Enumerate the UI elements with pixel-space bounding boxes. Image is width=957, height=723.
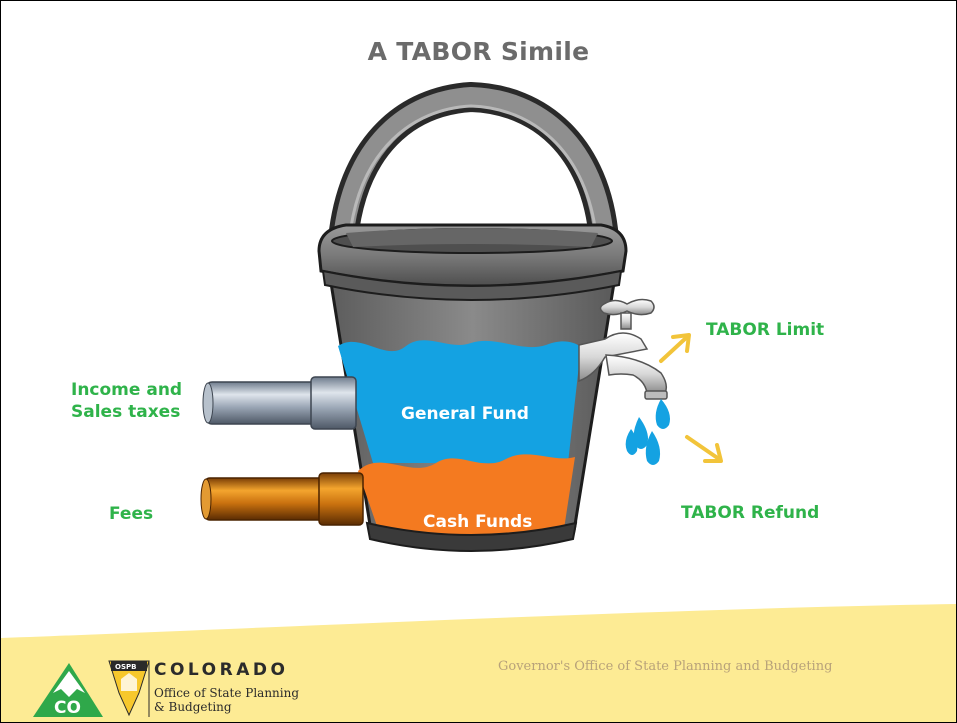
- ospb-logo: CO OSPB: [33, 660, 150, 718]
- fees-pipe: [200, 472, 364, 526]
- slide-title: A TABOR Simile: [367, 37, 590, 66]
- tabor-limit-arrow: [659, 333, 691, 363]
- cash-funds-label: Cash Funds: [423, 512, 533, 532]
- logo-wordmark: COLORADO: [154, 660, 289, 680]
- general-fund-label: General Fund: [401, 404, 529, 424]
- logo-office-line1: Office of State Planning: [154, 686, 300, 700]
- income-sales-taxes-label: Income and Sales taxes: [71, 380, 183, 422]
- faucet: [578, 298, 668, 400]
- bucket-rim: [317, 223, 628, 301]
- logo-office-name: Office of State Planning & Budgeting: [154, 686, 324, 714]
- tabor-limit-label: TABOR Limit: [706, 320, 825, 340]
- general-fund-water: [338, 340, 581, 463]
- cash-funds-water: [358, 454, 575, 539]
- footer-text: Governor's Office of State Planning and …: [498, 659, 833, 674]
- income-tax-pipe: [202, 376, 357, 430]
- logo-office-line2: & Budgeting: [154, 700, 232, 714]
- bucket-handle: [328, 81, 619, 254]
- badge-text: OSPB: [115, 663, 136, 671]
- footer-band: [1, 604, 956, 722]
- state-abbr: CO: [54, 698, 81, 718]
- bucket-base: [365, 521, 578, 552]
- fees-label: Fees: [109, 504, 154, 524]
- tabor-refund-arrow: [685, 435, 723, 463]
- tabor-refund-label: TABOR Refund: [681, 503, 820, 523]
- water-drops: [625, 399, 670, 465]
